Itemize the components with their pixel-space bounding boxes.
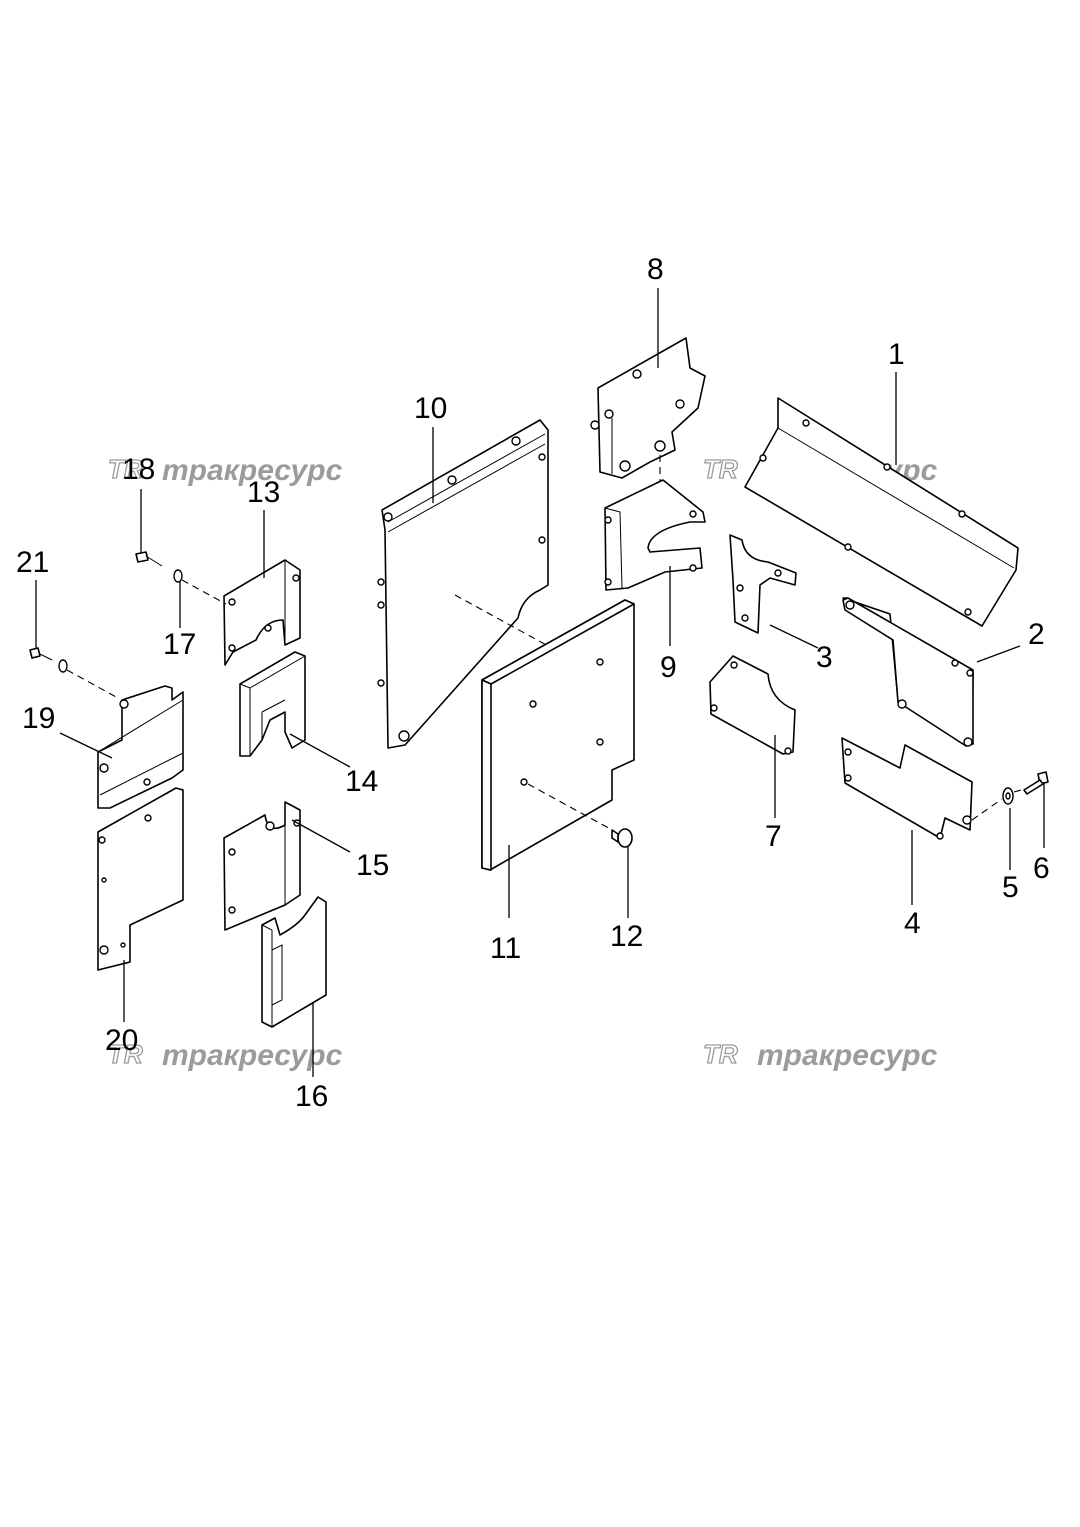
callout-13: 13 [247, 476, 280, 509]
axis-line [1013, 788, 1026, 793]
washer-21 [58, 659, 68, 673]
part-4-plate [841, 737, 973, 840]
part-2-plate [842, 597, 974, 747]
part-12-fastener [611, 828, 633, 848]
callout-14: 14 [345, 765, 378, 798]
watermark-text: тракресурс [757, 1039, 938, 1072]
part-20-plate [97, 787, 184, 971]
part-16-block [261, 896, 327, 1028]
callout-15: 15 [356, 849, 389, 882]
watermark-logo: TR [108, 454, 143, 484]
part-17-washer [173, 569, 183, 583]
part-13-bracket [223, 559, 301, 666]
callout-5: 5 [1002, 871, 1019, 904]
callout-20: 20 [105, 1024, 138, 1057]
axis-line [454, 594, 551, 648]
part-18-bolt [135, 551, 163, 567]
part-21-bolt [29, 647, 53, 661]
axis-line [971, 798, 1003, 821]
watermark-logo: TR [703, 1039, 738, 1069]
axis-line [181, 579, 227, 605]
watermark-bottom-right: TR тракресурс [702, 1038, 938, 1072]
axis-line [66, 669, 119, 699]
leader-lines [35, 288, 1045, 1077]
callout-4: 4 [904, 907, 921, 940]
callout-19: 19 [22, 702, 55, 735]
callouts: 1 2 3 4 5 6 7 8 9 10 11 12 13 14 15 16 1… [16, 253, 1050, 1113]
watermark-text: тракресурс [162, 454, 343, 487]
part-14-block [239, 651, 306, 757]
callout-18: 18 [122, 453, 155, 486]
part-10-large-panel [377, 419, 549, 749]
part-5-washer [1002, 787, 1014, 805]
part-19-bracket [97, 685, 184, 809]
part-7-plate [709, 655, 796, 755]
callout-3: 3 [816, 641, 833, 674]
part-1-top-cover [744, 397, 1019, 627]
part-8-bracket [590, 337, 706, 479]
callout-11: 11 [490, 932, 521, 965]
watermark-text: тракресурс [162, 1039, 343, 1072]
callout-1: 1 [888, 338, 905, 371]
watermark-logo: TR [108, 1039, 143, 1069]
part-11-thick-panel [481, 599, 635, 871]
part-6-bolt [1023, 771, 1049, 795]
callout-2: 2 [1028, 618, 1045, 651]
callout-7: 7 [765, 820, 782, 853]
callout-16: 16 [295, 1080, 328, 1113]
callout-8: 8 [647, 253, 664, 286]
part-9-bracket [604, 479, 706, 591]
callout-21: 21 [16, 546, 49, 579]
watermark-logo: TR [703, 454, 738, 484]
watermark-top-left: TR тракресурс [107, 453, 343, 487]
callout-6: 6 [1033, 852, 1050, 885]
callout-17: 17 [163, 628, 196, 661]
callout-10: 10 [414, 392, 447, 425]
callout-9: 9 [660, 651, 677, 684]
part-3-bracket [729, 534, 797, 634]
part-15-bracket [223, 801, 301, 931]
axis-line [527, 783, 615, 832]
callout-12: 12 [610, 920, 643, 953]
watermark-bottom-left: TR тракресурс [107, 1038, 343, 1072]
